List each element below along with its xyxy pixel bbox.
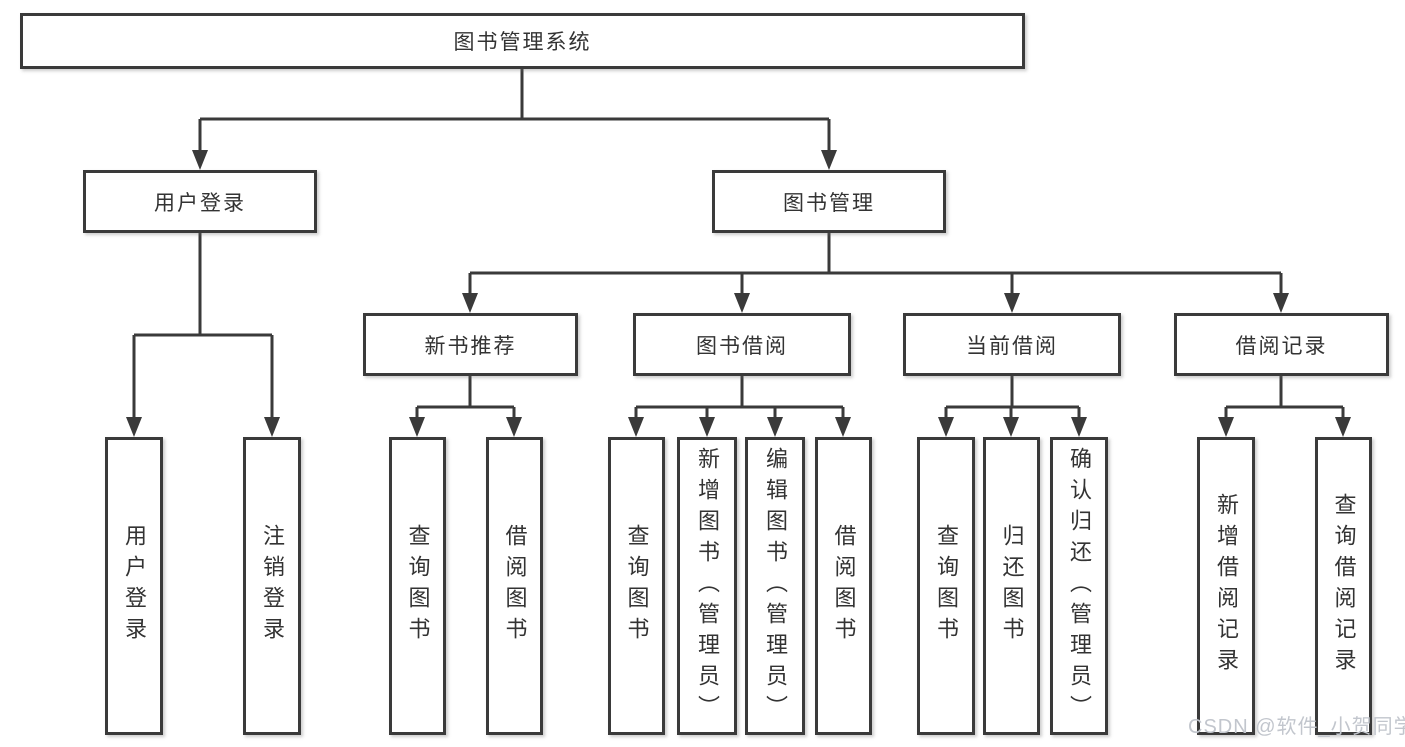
csdn-watermark: CSDN @软件_小贺同学	[1188, 716, 1405, 738]
leaf-borrow-books: 借阅图书	[815, 437, 872, 735]
node-current-borrow: 当前借阅	[903, 313, 1121, 376]
leaf-add-borrow-record: 新增借阅记录	[1197, 437, 1255, 735]
node-user-login: 用户登录	[83, 170, 317, 233]
leaf-borrow-books-recommend: 借阅图书	[486, 437, 543, 735]
node-borrow-records: 借阅记录	[1174, 313, 1389, 376]
leaf-return-books: 归还图书	[983, 437, 1040, 735]
node-root-system: 图书管理系统	[20, 13, 1025, 69]
node-book-management: 图书管理	[712, 170, 946, 233]
leaf-user-login: 用户登录	[105, 437, 163, 735]
node-book-borrow: 图书借阅	[633, 313, 851, 376]
leaf-query-books-borrow: 查询图书	[608, 437, 665, 735]
leaf-query-books-current: 查询图书	[917, 437, 975, 735]
leaf-add-books-admin: 新增图书（管理员）	[677, 437, 737, 735]
leaf-query-borrow-record: 查询借阅记录	[1315, 437, 1372, 735]
leaf-logout: 注销登录	[243, 437, 301, 735]
leaf-edit-books-admin: 编辑图书（管理员）	[745, 437, 805, 735]
node-new-book-recommend: 新书推荐	[363, 313, 578, 376]
leaf-query-books-recommend: 查询图书	[389, 437, 446, 735]
leaf-confirm-return-admin: 确认归还（管理员）	[1050, 437, 1108, 735]
